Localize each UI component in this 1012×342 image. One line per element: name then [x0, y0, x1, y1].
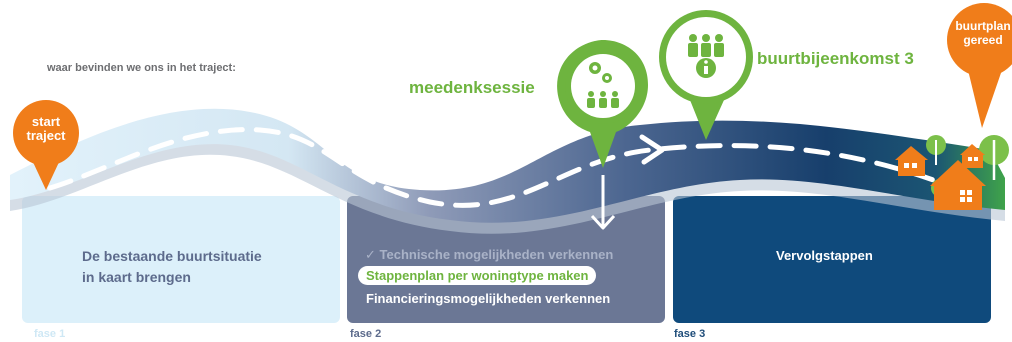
- milestone-pin-2: [659, 10, 753, 140]
- milestone-label-1: meedenksessie: [409, 78, 535, 97]
- phase-2-done-item: ✓ Technische mogelijkheden verkennen: [365, 247, 614, 262]
- phase-2-panel: [347, 196, 665, 323]
- people-info-icon: [688, 34, 724, 78]
- fase-2-label: fase 2: [350, 328, 382, 340]
- phase-2-next-item: Financieringsmogelijkheden verkennen: [366, 291, 611, 306]
- start-pin-line1: start: [31, 114, 61, 129]
- phase-3-text: Vervolgstappen: [776, 248, 873, 263]
- tree-icon: [979, 135, 1009, 180]
- gears-people-icon: [587, 62, 619, 108]
- tree-icon: [926, 135, 946, 165]
- phase-1-panel: [22, 196, 340, 323]
- start-pin-line2: traject: [26, 128, 66, 143]
- milestone-pin-1: [557, 40, 648, 168]
- phase-2-current-item: Stappenplan per woningtype maken: [358, 266, 597, 285]
- fase-1-label: fase 1: [34, 328, 66, 340]
- start-pin-label: start traject: [14, 115, 78, 143]
- milestone-label-2: buurtbijeenkomst 3: [757, 49, 914, 68]
- road-arrow-2: [639, 134, 665, 165]
- house-icon: [895, 146, 928, 176]
- house-icon: [960, 144, 985, 168]
- road-arrow-1: [325, 121, 351, 153]
- phase-1-line1: De bestaande buurtsituatie: [82, 248, 262, 264]
- fase-3-label: fase 3: [674, 328, 706, 340]
- phase-1-text: De bestaande buurtsituatie in kaart bren…: [82, 246, 262, 288]
- end-pin-label: buurtplan gereed: [943, 19, 1012, 47]
- road-dashed-line: [47, 127, 963, 208]
- down-arrow-head: [590, 214, 616, 230]
- house-icon: [930, 160, 986, 210]
- end-pin-line1: buurtplan: [955, 19, 1011, 33]
- houses-and-trees: [895, 135, 1009, 210]
- end-pin-line2: gereed: [963, 33, 1003, 47]
- road: [10, 108, 1005, 223]
- phase-3-panel: [673, 196, 991, 323]
- phase-1-line2: in kaart brengen: [82, 269, 191, 285]
- start-pin: [13, 100, 79, 190]
- intro-text: waar bevinden we ons in het traject:: [47, 62, 236, 74]
- end-pin: [947, 3, 1012, 128]
